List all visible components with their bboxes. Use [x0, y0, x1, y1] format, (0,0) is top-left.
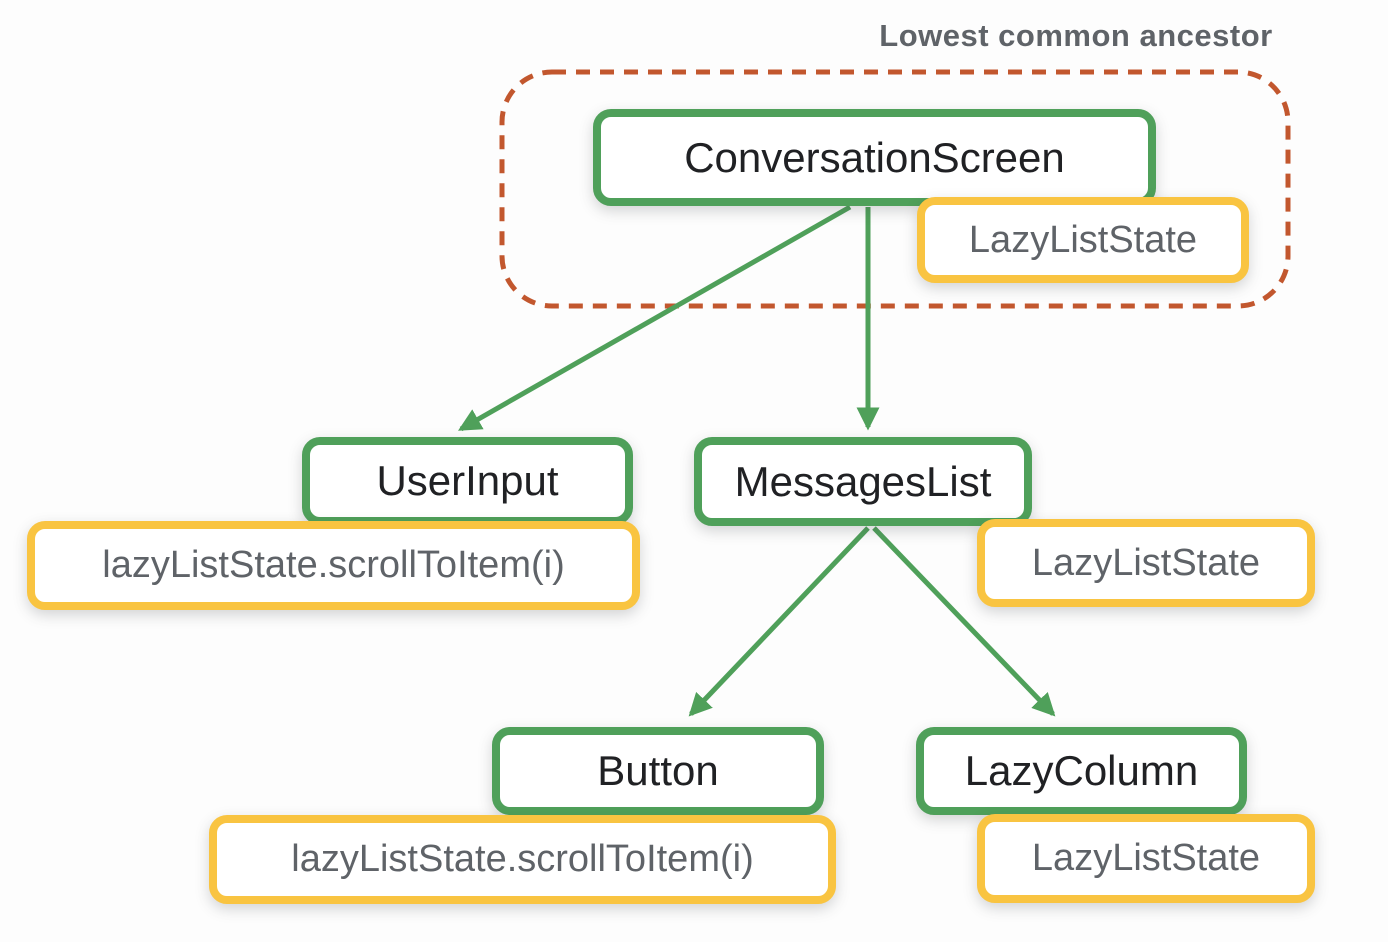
state-lazycolumn-lazyliststate: LazyListState [977, 814, 1315, 903]
state-messageslist-label: LazyListState [1031, 541, 1261, 584]
node-conversationscreen: ConversationScreen [593, 109, 1156, 206]
node-conversationscreen-label: ConversationScreen [684, 133, 1065, 181]
edge-conversationscreen-userinput [458, 204, 852, 432]
state-button-label: lazyListState.scrollToItem(i) [291, 838, 754, 880]
node-userinput: UserInput [302, 437, 633, 525]
state-messageslist-lazyliststate: LazyListState [977, 519, 1315, 607]
node-button-label: Button [597, 747, 719, 794]
state-conversationscreen-lazyliststate: LazyListState [917, 197, 1249, 283]
node-button: Button [492, 727, 824, 815]
state-userinput-scrolltoitem: lazyListState.scrollToItem(i) [27, 521, 640, 610]
node-messageslist: MessagesList [694, 437, 1032, 526]
state-button-scrolltoitem: lazyListState.scrollToItem(i) [209, 815, 836, 904]
node-messageslist-label: MessagesList [734, 457, 992, 505]
lowest-common-ancestor-boundary [499, 69, 1291, 309]
node-lazycolumn-label: LazyColumn [964, 747, 1199, 794]
edge-messageslist-button [688, 526, 870, 717]
node-userinput-label: UserInput [376, 457, 559, 504]
state-lazycolumn-label: LazyListState [1031, 837, 1261, 879]
edge-messageslist-lazycolumn [872, 526, 1056, 717]
lowest-common-ancestor-label: Lowest common ancestor [879, 18, 1273, 53]
state-userinput-label: lazyListState.scrollToItem(i) [102, 544, 565, 586]
node-lazycolumn: LazyColumn [916, 727, 1247, 815]
state-conversationscreen-label: LazyListState [968, 218, 1198, 261]
